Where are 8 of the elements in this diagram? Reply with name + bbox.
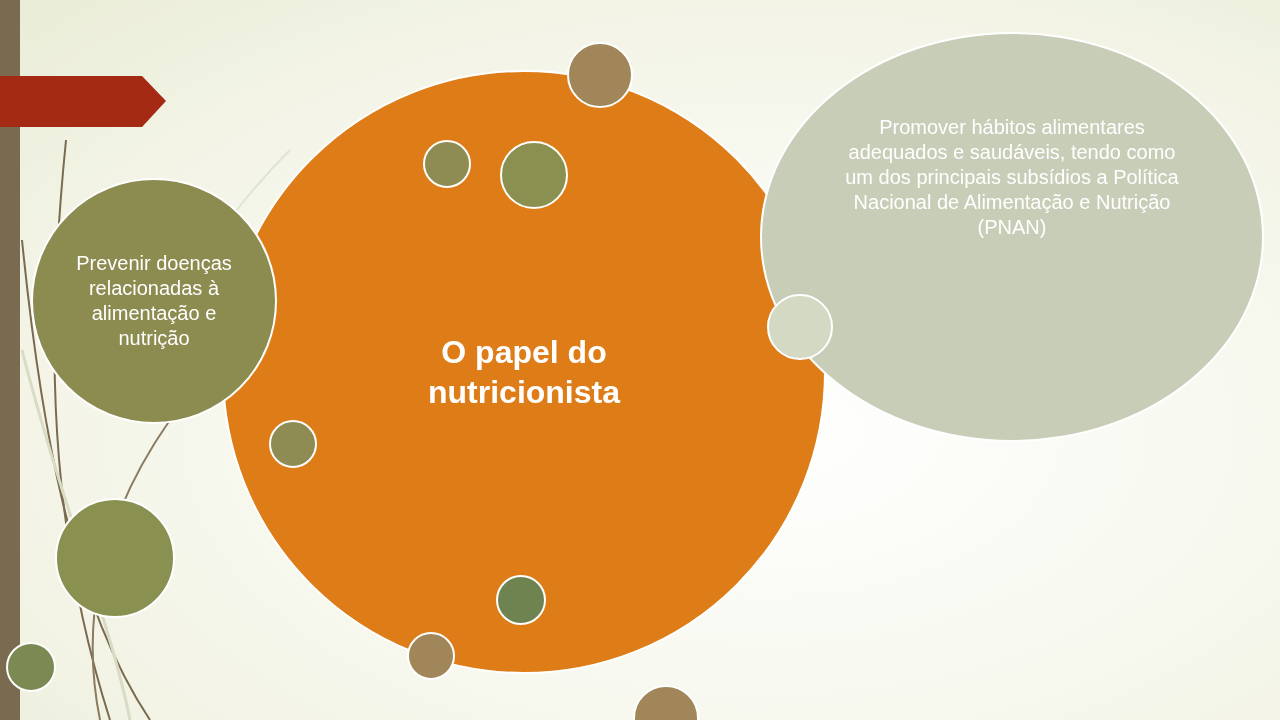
decorative-circle: [423, 140, 471, 188]
node-label: O papel do nutricionista: [427, 333, 622, 412]
node-label: Prevenir doenças relacionadas à alimentação e nutrição: [75, 251, 233, 351]
decorative-circle: [407, 632, 455, 680]
decorative-circle: [496, 575, 546, 625]
decorative-circle: [6, 642, 56, 692]
decorative-circle: [269, 420, 317, 468]
node-label: Promover hábitos alimentares adequados e saudáveis, tendo como um dos principais subsídios a Política Nacional de Alimentação e Nutrição (PNAN): [844, 114, 1180, 240]
